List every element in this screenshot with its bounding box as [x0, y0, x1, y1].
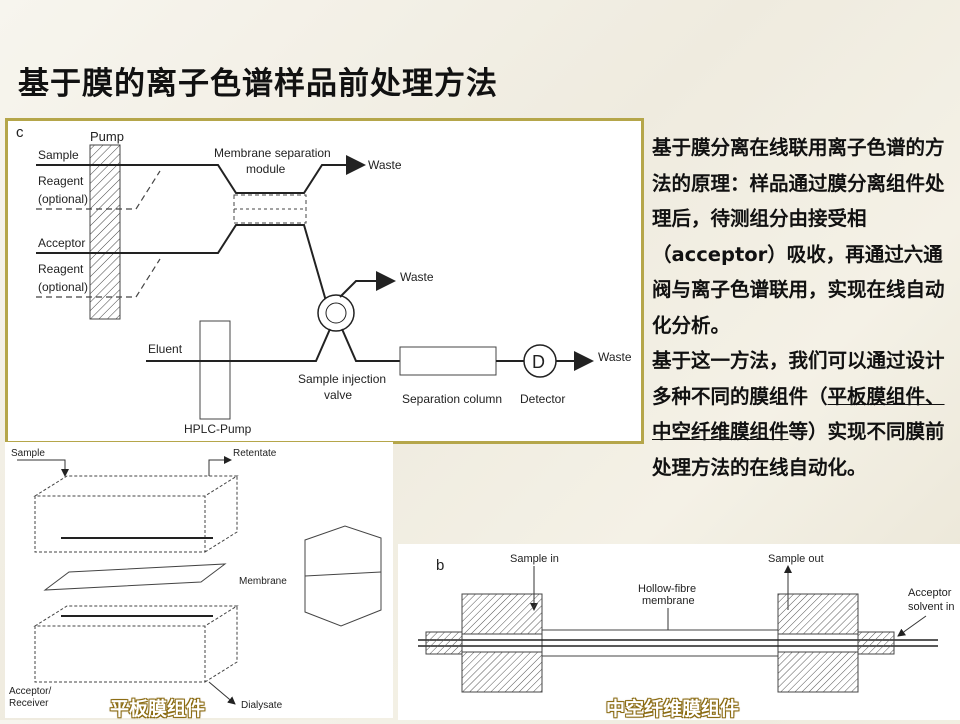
module-label: Membrane separation — [214, 146, 331, 160]
acceptor-solvent-label-b: solvent in — [908, 601, 954, 613]
acceptor-label-a: Acceptor/ — [9, 686, 51, 697]
detector-letter: D — [532, 352, 545, 372]
top-block — [33, 475, 239, 553]
reagent2-optional-label: (optional) — [38, 280, 88, 294]
description-para-2: 基于这一方法，我们可以通过设计多种不同的膜组件（平板膜组件、中空纤维膜组件等）实… — [652, 343, 956, 485]
description-para-1: 基于膜分离在线联用离子色谱的方法的原理：样品通过膜分离组件处理后，待测组分由接受… — [652, 136, 945, 337]
valve-label: Sample injection — [298, 372, 386, 386]
description-text: 基于膜分离在线联用离子色谱的方法的原理：样品通过膜分离组件处理后，待测组分由接受… — [652, 130, 956, 485]
fibre-label-b: membrane — [642, 595, 695, 607]
membrane-ic-flow-diagram: c Pump Sample Reagent (optional) Accepto… — [5, 118, 644, 444]
flat-membrane-diagram: Sample Retentate Membrane Acceptor/ Rece… — [5, 442, 393, 718]
fibre-label-a: Hollow-fibre — [638, 583, 696, 595]
panel-letter-b: b — [436, 557, 444, 574]
column-label: Separation column — [402, 392, 502, 406]
reagent1-label: Reagent — [38, 174, 84, 188]
shell-tube — [541, 629, 779, 657]
module-label-2: module — [246, 162, 286, 176]
acceptor-solvent-label-a: Acceptor — [908, 587, 952, 599]
eluent-label: Eluent — [148, 342, 183, 356]
hollow-fibre-caption: 中空纤维膜组件 — [606, 698, 740, 720]
valve-label-2: valve — [324, 388, 352, 402]
waste1-label: Waste — [368, 158, 402, 172]
waste3-label: Waste — [598, 350, 632, 364]
membrane-label: Membrane — [239, 576, 287, 587]
pump-label: Pump — [90, 129, 124, 144]
hollow-fibre-diagram: b Sample in Sample out Hollow-fibre memb… — [398, 544, 960, 720]
module-cross-section — [304, 525, 382, 627]
acceptor-label-b: Receiver — [9, 698, 49, 709]
donor-flow-line — [36, 155, 366, 194]
sample-out-label: Sample out — [768, 553, 824, 565]
sample-label: Sample — [38, 148, 79, 162]
page-title: 基于膜的离子色谱样品前处理方法 — [18, 66, 498, 102]
reagent1-optional-label: (optional) — [38, 192, 88, 206]
flat-sample-label: Sample — [11, 448, 45, 459]
retentate-label: Retentate — [233, 448, 277, 459]
hplc-pump-label: HPLC-Pump — [184, 422, 252, 436]
waste2-label: Waste — [400, 270, 434, 284]
bottom-block — [33, 605, 239, 683]
separation-column — [399, 346, 497, 376]
acceptor-flow-line — [36, 224, 327, 302]
dialysate-label: Dialysate — [241, 700, 283, 711]
injection-valve — [317, 294, 355, 332]
para2-post: 等）实现不同膜前处理方法的在线自动化。 — [652, 420, 945, 479]
left-housing — [461, 593, 543, 635]
hplc-pump — [199, 320, 231, 420]
peristaltic-pump — [89, 144, 121, 320]
reagent2-label: Reagent — [38, 262, 84, 276]
sample-in-label: Sample in — [510, 553, 559, 565]
para2-pre: 基于这一方法，我们可以通过设计多种不同的膜组件（ — [652, 349, 945, 408]
para2-link[interactable]: 平板膜组件、中空纤维膜组件 — [652, 384, 945, 444]
acceptor-label: Acceptor — [38, 236, 85, 250]
flat-membrane-caption: 平板膜组件 — [110, 698, 206, 720]
membrane-sheet — [43, 563, 227, 591]
right-housing — [777, 593, 859, 635]
detector-label: Detector — [520, 392, 565, 406]
panel-letter-c: c — [16, 124, 24, 141]
